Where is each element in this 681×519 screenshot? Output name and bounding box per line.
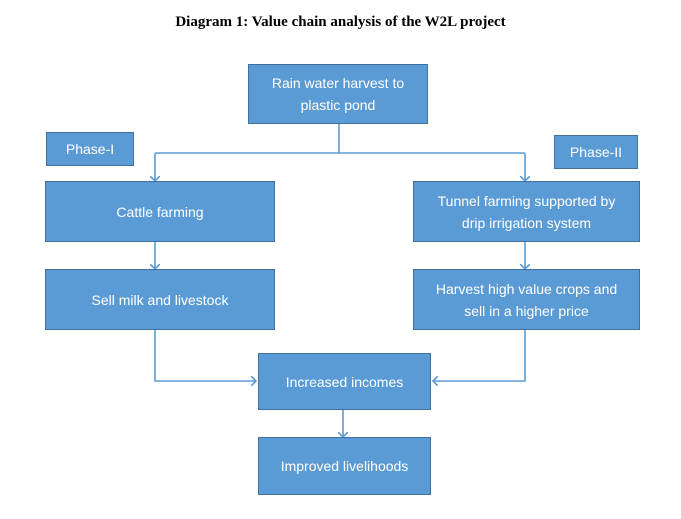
arrow-harvest-to-incomes (433, 330, 526, 381)
rainwater-harvest-label: Rain water harvest to plastic pond (271, 75, 405, 113)
arrow-milk-to-incomes (154, 330, 256, 381)
tunnel-farming-box: Tunnel farming supported by drip irrigat… (413, 181, 640, 242)
sell-milk-label: Sell milk and livestock (91, 291, 229, 308)
harvest-crops-box: Harvest high value crops and sell in a h… (413, 269, 640, 330)
increased-incomes-box: Increased incomes (258, 353, 431, 410)
improved-livelihoods-label: Improved livelihoods (280, 458, 409, 474)
phase-1-label-box: Phase-I (46, 132, 134, 166)
increased-incomes-label: Increased incomes (285, 373, 404, 390)
sell-milk-box: Sell milk and livestock (45, 269, 275, 330)
cattle-farming-box: Cattle farming (45, 181, 275, 242)
phase-2-label-box: Phase-II (554, 135, 638, 169)
connector-rainwater-split (155, 124, 525, 154)
improved-livelihoods-box: Improved livelihoods (258, 437, 431, 495)
cattle-farming-label: Cattle farming (116, 203, 204, 220)
diagram-title: Diagram 1: Value chain analysis of the W… (175, 14, 506, 30)
phase-2-label: Phase-II (569, 144, 623, 160)
tunnel-farming-label: Tunnel farming supported by drip irrigat… (437, 192, 616, 231)
harvest-crops-label: Harvest high value crops and sell in a h… (435, 280, 618, 319)
rainwater-harvest-box: Rain water harvest to plastic pond (248, 64, 428, 124)
phase-1-label: Phase-I (65, 141, 115, 157)
